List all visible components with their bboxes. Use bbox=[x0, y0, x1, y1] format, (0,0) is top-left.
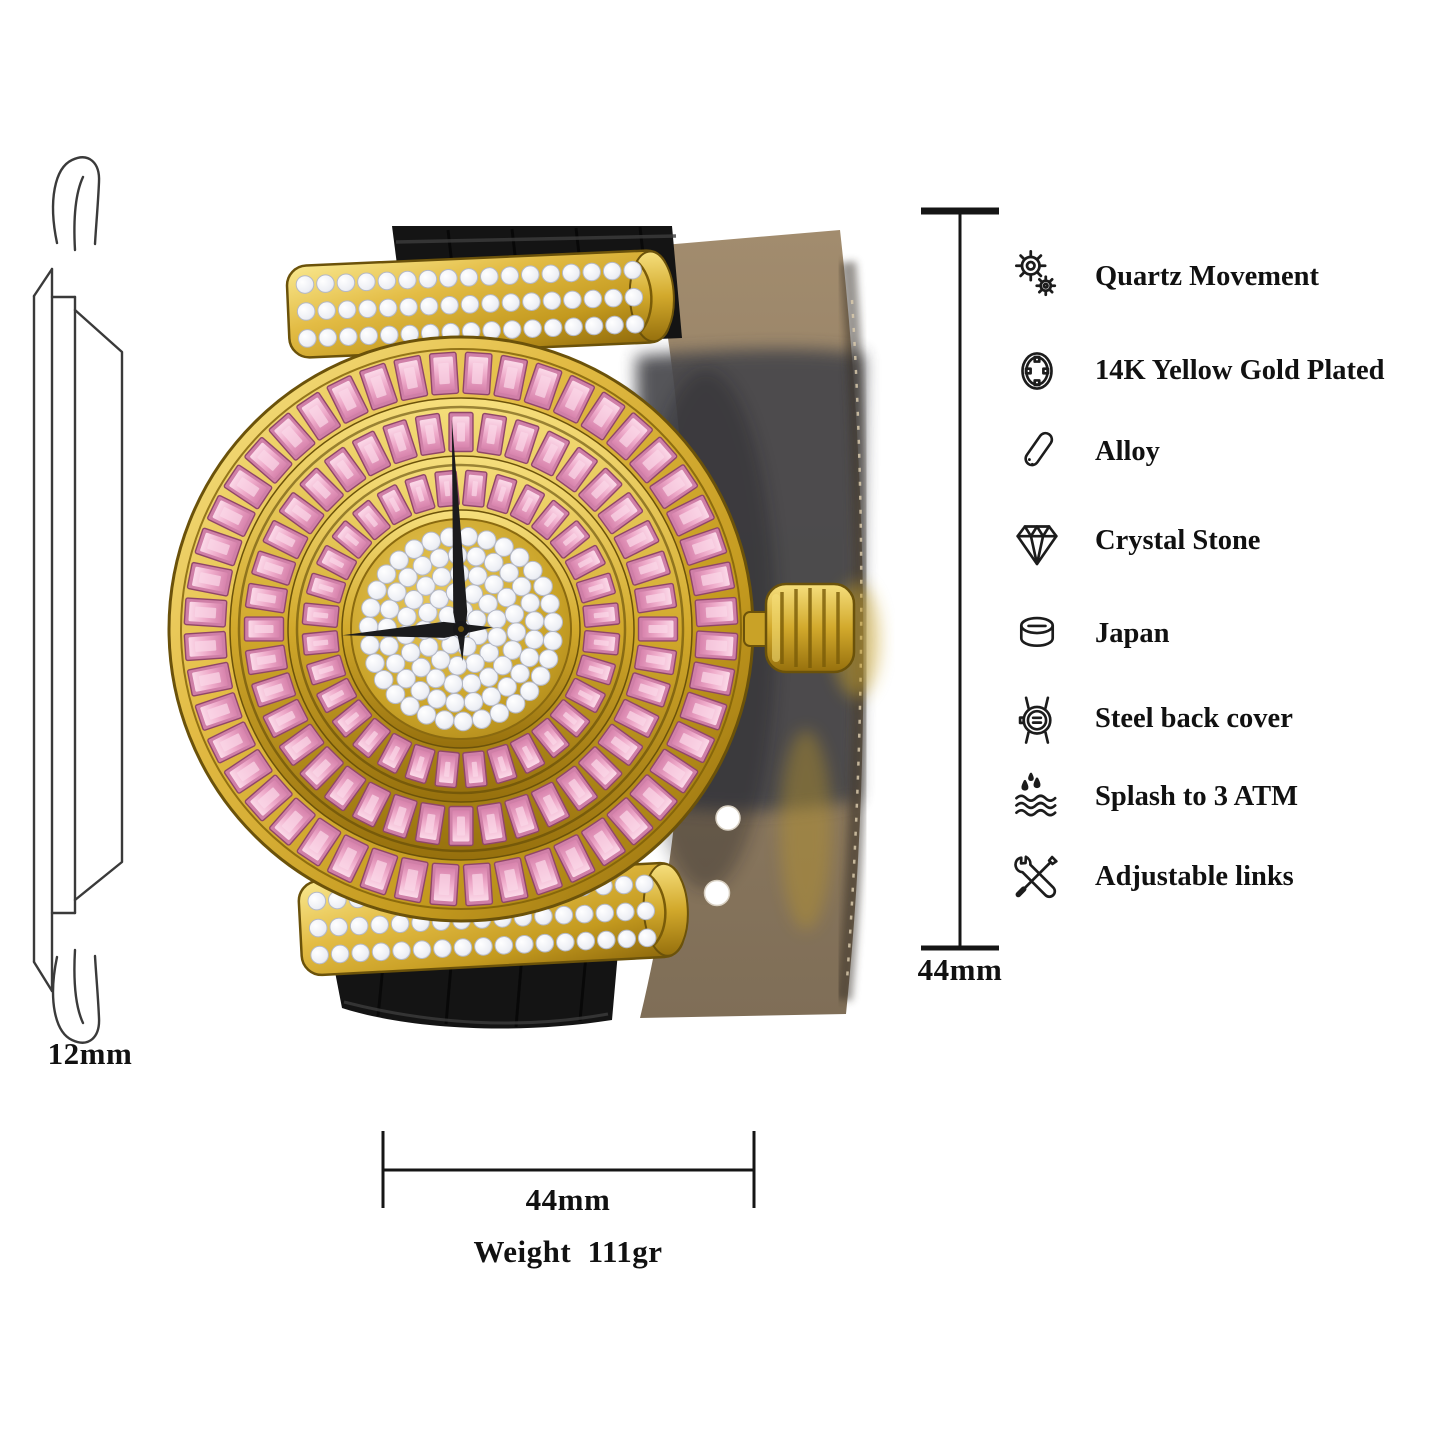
inner-baguette-ring bbox=[301, 469, 621, 789]
feature-row-crystal-stone: Crystal Stone bbox=[1005, 510, 1260, 572]
watch-hands bbox=[342, 419, 493, 661]
watch-case bbox=[167, 335, 755, 923]
feature-label: Crystal Stone bbox=[1095, 525, 1261, 556]
minute-hand bbox=[451, 419, 468, 661]
feature-row-quartz-movement: Quartz Movement bbox=[1005, 246, 1319, 308]
pave-dial-crystals bbox=[358, 526, 564, 732]
feature-label: Steel back cover bbox=[1095, 703, 1293, 734]
strap-holes bbox=[703, 805, 741, 907]
feature-row-steel-back: Steel back cover bbox=[1005, 688, 1293, 750]
measurement-rulers bbox=[381, 207, 999, 1208]
weight-label: Weight 111gr bbox=[473, 1234, 663, 1269]
water-drops-icon bbox=[1005, 766, 1069, 828]
top-lug-bar bbox=[285, 249, 675, 359]
feature-row-gold-plated: 14K Yellow Gold Plated bbox=[1005, 340, 1384, 402]
movement-puck-icon bbox=[1005, 603, 1069, 665]
feature-label: Splash to 3 ATM bbox=[1095, 781, 1298, 812]
horizontal-size-label: 44mm bbox=[525, 1182, 611, 1217]
feature-row-splash: Splash to 3 ATM bbox=[1005, 766, 1298, 828]
gears-icon bbox=[1005, 246, 1069, 308]
feature-label: Alloy bbox=[1095, 436, 1160, 467]
outer-baguette-ring bbox=[183, 351, 739, 907]
watch-side-view-drawing bbox=[32, 156, 124, 1044]
tools-icon bbox=[1005, 846, 1069, 908]
case-bezel-icon bbox=[1005, 340, 1069, 402]
middle-baguette-ring bbox=[243, 411, 679, 847]
feature-row-alloy: Alloy bbox=[1005, 421, 1160, 483]
feature-label: Quartz Movement bbox=[1095, 261, 1319, 292]
feature-label: 14K Yellow Gold Plated bbox=[1095, 355, 1385, 386]
side-thickness-label: 12mm bbox=[47, 1036, 133, 1071]
feature-row-japan: Japan bbox=[1005, 603, 1169, 665]
diamond-icon bbox=[1005, 510, 1069, 572]
feature-label: Japan bbox=[1095, 618, 1170, 649]
watch-back-icon bbox=[1005, 688, 1069, 750]
watch-crown bbox=[743, 582, 856, 674]
alloy-link-icon bbox=[1005, 421, 1069, 483]
feature-label: Adjustable links bbox=[1095, 861, 1294, 892]
feature-row-adjustable-links: Adjustable links bbox=[1005, 846, 1294, 908]
vertical-size-label: 44mm bbox=[917, 952, 1003, 987]
